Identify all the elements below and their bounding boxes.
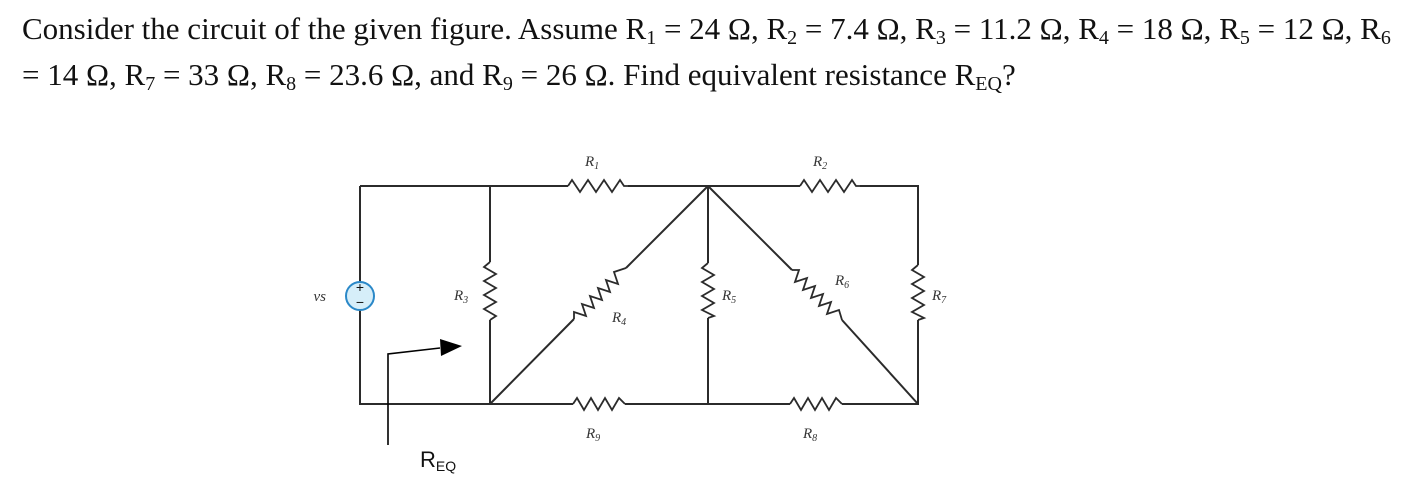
voltage-source: + − vs	[314, 279, 375, 311]
label-r6: R6	[834, 273, 849, 291]
req-arrow	[387, 339, 462, 445]
label-r9: R9	[585, 426, 600, 444]
question-text: Consider the circuit of the given figure…	[22, 11, 1391, 95]
wire-top	[360, 185, 919, 265]
resistor-r3-symbol	[482, 261, 498, 321]
req-arrow-head	[440, 339, 462, 356]
label-r1: R1	[584, 154, 599, 172]
label-r3: R3	[453, 288, 468, 306]
source-plus-sign: +	[356, 279, 364, 295]
resistor-r7-symbol	[910, 264, 927, 321]
req-label: REQ	[420, 447, 456, 474]
circuit-wires	[359, 185, 919, 405]
label-r7: R7	[931, 288, 947, 306]
source-label: vs	[314, 289, 327, 305]
resistor-r8-symbol	[789, 396, 843, 412]
resistor-r4-symbol	[573, 267, 627, 319]
resistor-r6-symbol	[792, 269, 843, 321]
resistor-r9-symbol	[572, 396, 626, 412]
resistor-r5-symbol	[700, 262, 717, 319]
label-r8: R8	[802, 426, 817, 444]
label-r4: R4	[611, 310, 626, 328]
label-r5: R5	[721, 288, 736, 306]
label-r2: R2	[812, 154, 827, 172]
req-arrow-line	[387, 347, 441, 445]
wire-r4-diagonal	[489, 185, 709, 405]
wire-r6-diagonal	[707, 185, 919, 405]
wire-left	[359, 186, 490, 405]
voltage-source-circle	[345, 281, 375, 311]
resistor-r2-symbol	[799, 178, 860, 194]
resistor-r1-symbol	[567, 178, 628, 194]
source-minus-sign: −	[356, 294, 364, 310]
